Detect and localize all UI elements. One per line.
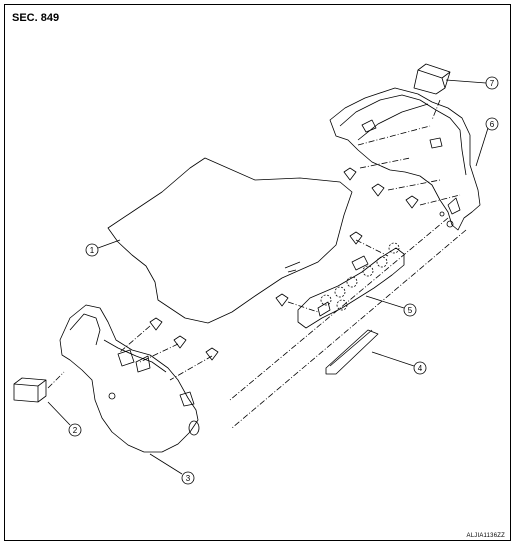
callout-label-7: 7 — [490, 79, 495, 88]
callout-3 — [181, 471, 195, 485]
block-part-7 — [413, 63, 451, 95]
callout-6 — [485, 117, 499, 131]
callout-label-3: 3 — [186, 474, 191, 483]
callout-label-1: 1 — [90, 246, 95, 255]
callout-1 — [85, 243, 99, 257]
figure-code: ALJIA1136ZZ — [466, 533, 505, 539]
callout-5 — [403, 303, 417, 317]
callout-label-6: 6 — [490, 120, 495, 129]
callout-label-5: 5 — [408, 306, 413, 315]
alignment-lines — [47, 99, 467, 429]
callout-7 — [485, 76, 499, 90]
trunk-mat-part — [107, 157, 353, 324]
block-part-2 — [13, 377, 47, 403]
callout-2 — [68, 423, 82, 437]
strip-part-4 — [325, 329, 379, 375]
side-trim-left-part-3 — [59, 304, 200, 453]
callout-label-2: 2 — [73, 426, 78, 435]
rear-panel-trim-part-5 — [297, 242, 405, 329]
leader-lines — [47, 79, 489, 475]
callout-4 — [413, 361, 427, 375]
section-label: SEC. 849 — [12, 12, 60, 24]
diagram-frame — [4, 4, 511, 541]
callout-label-4: 4 — [418, 364, 423, 373]
